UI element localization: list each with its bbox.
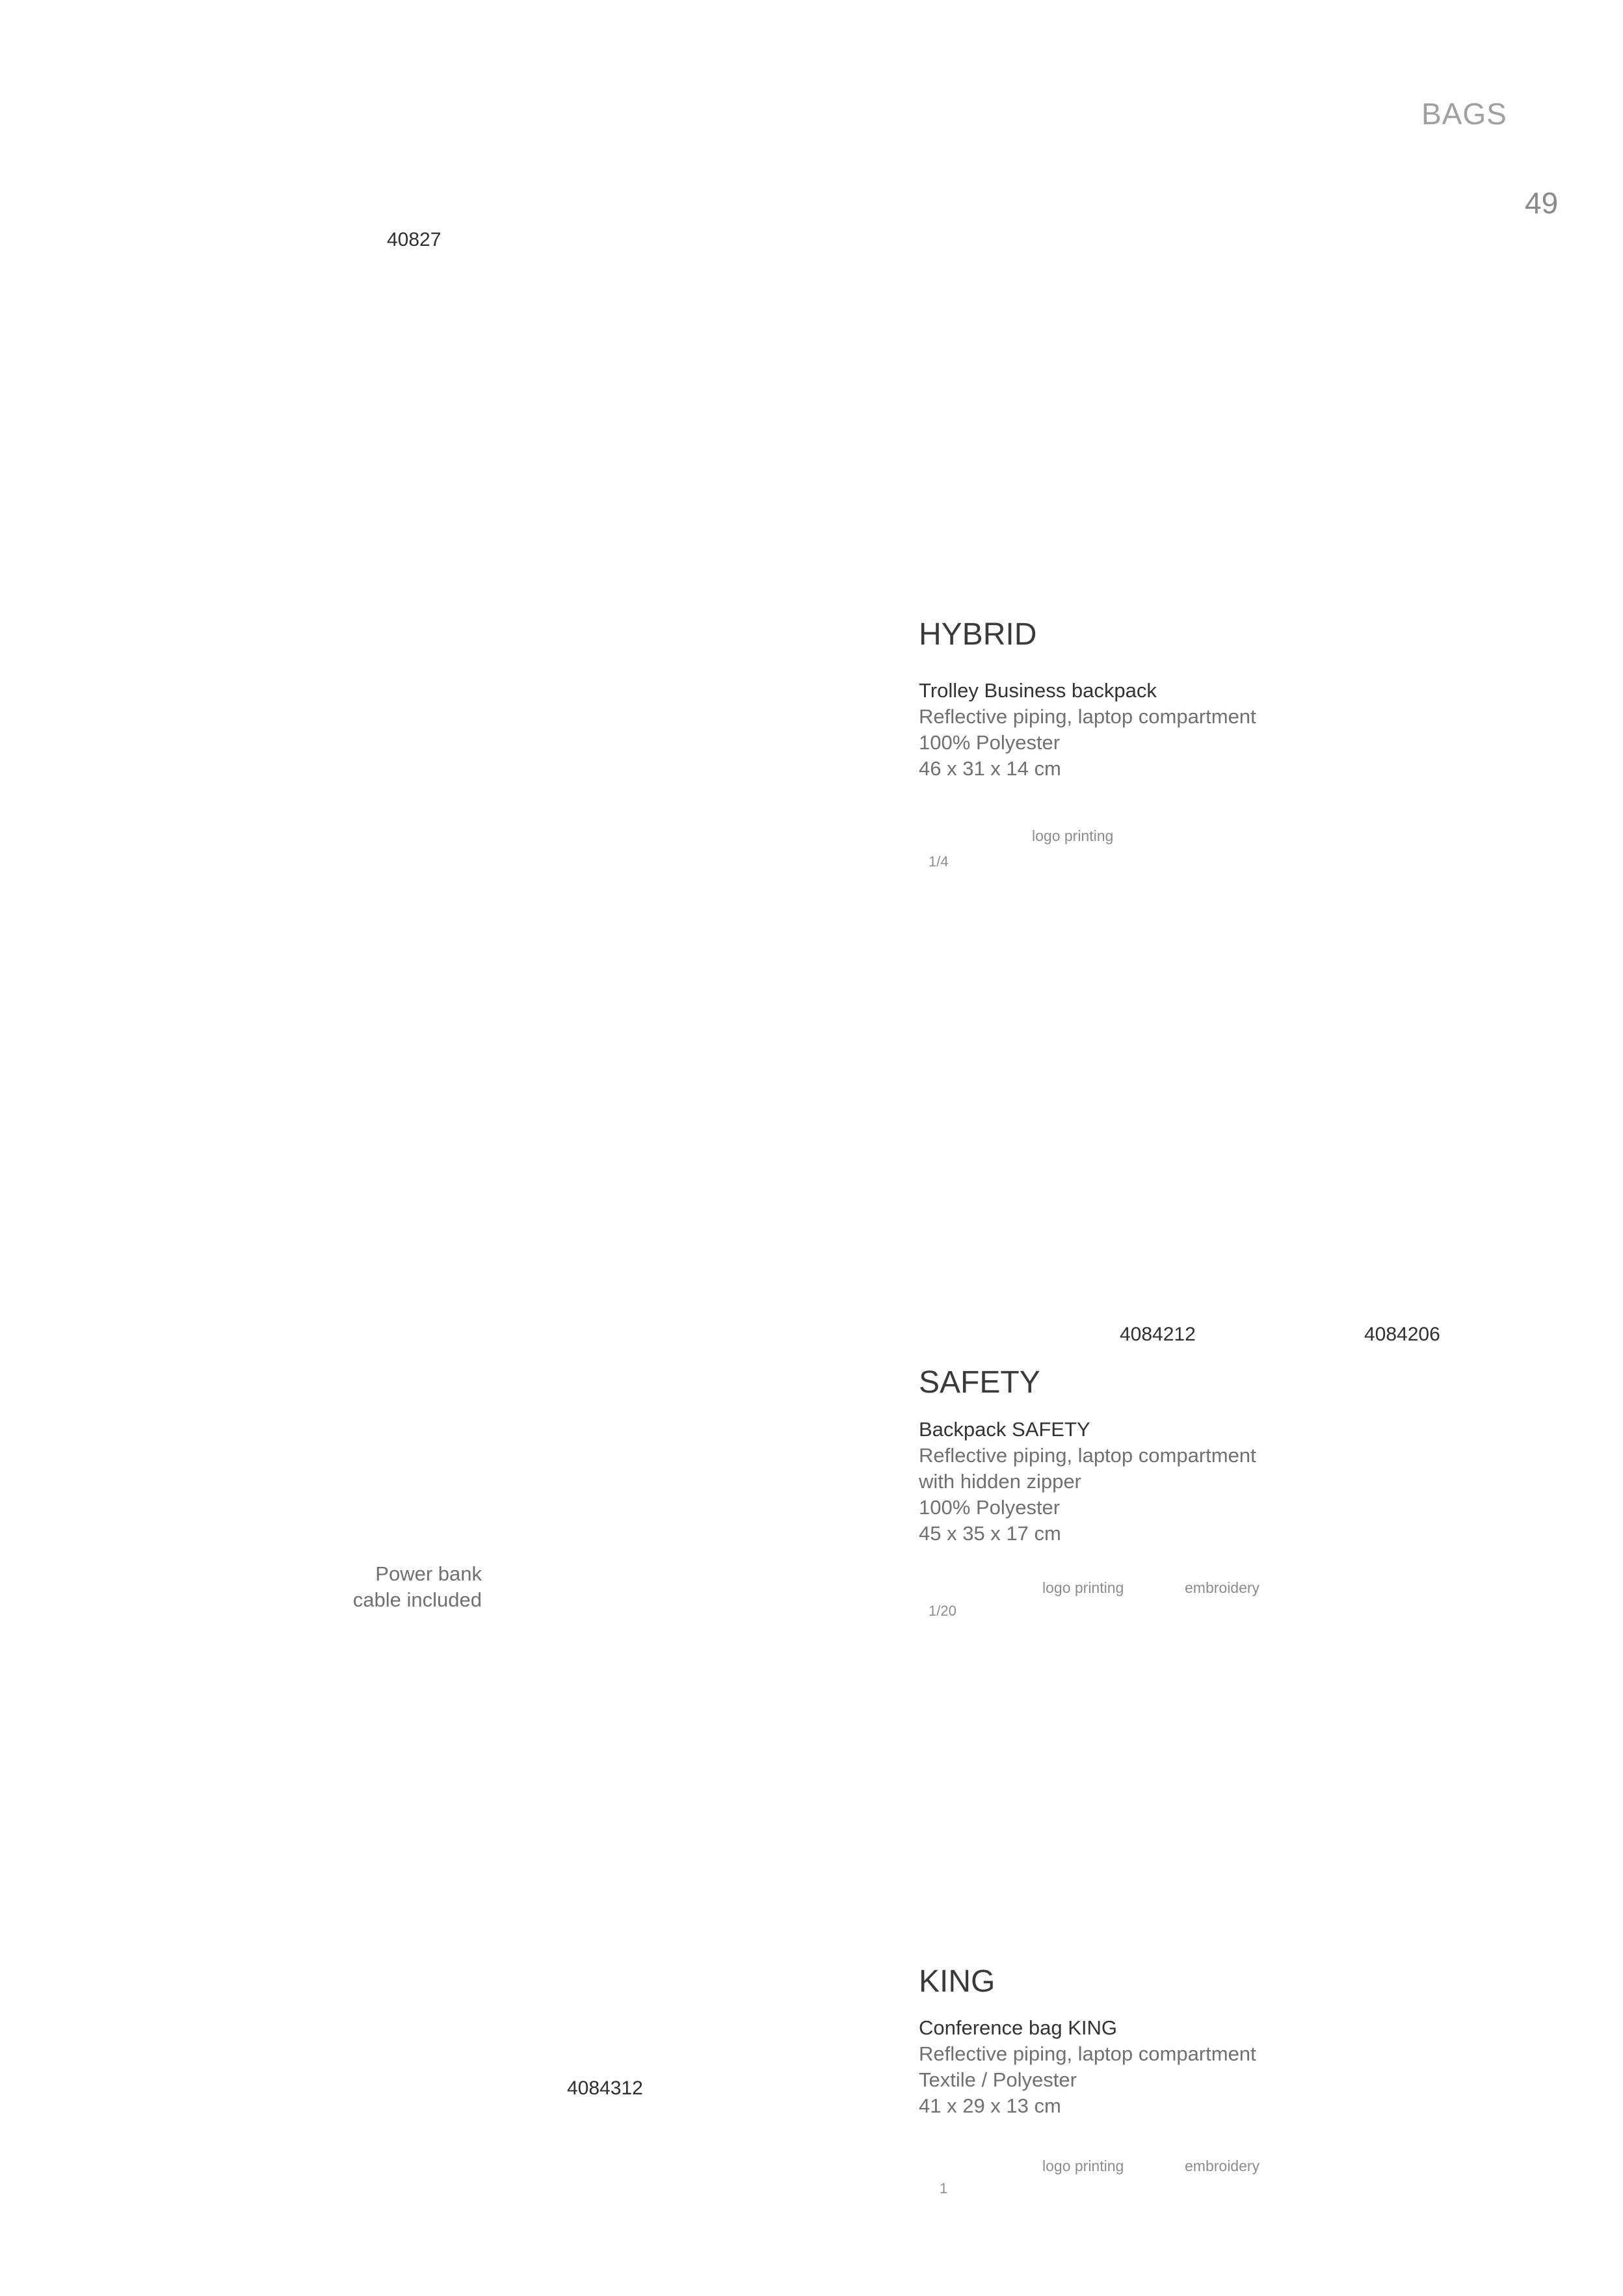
product-line: Reflective piping, laptop compartment	[919, 705, 1256, 728]
sku-safety-2: 4084206	[1364, 1324, 1440, 1345]
sku-safety-1: 4084212	[1120, 1324, 1196, 1345]
note-line: cable included	[352, 1588, 482, 1611]
product-line: with hidden zipper	[919, 1470, 1081, 1493]
sku-hybrid: 40827	[387, 229, 442, 250]
product-line: Reflective piping, laptop compartment	[919, 1444, 1256, 1467]
product-name-safety: SAFETY	[919, 1365, 1040, 1400]
product-line: 100% Polyester	[919, 1496, 1061, 1519]
branding-method-logo-printing: logo printing	[1032, 827, 1114, 844]
product-line: 45 x 35 x 17 cm	[919, 1522, 1061, 1545]
product-description-safety: Backpack SAFETY Reflective piping, lapto…	[919, 1417, 1256, 1547]
product-line: 46 x 31 x 14 cm	[919, 757, 1061, 780]
packing-unit: 1/20	[929, 1603, 957, 1619]
packing-unit: 1	[940, 2180, 948, 2196]
product-line: Reflective piping, laptop compartment	[919, 2042, 1256, 2065]
feature-note: Power bank cable included	[353, 1561, 482, 1613]
product-line: 100% Polyester	[919, 731, 1061, 754]
note-line: Power bank	[375, 1562, 482, 1585]
sku-king: 4084312	[567, 2077, 643, 2099]
product-description-king: Conference bag KING Reflective piping, l…	[919, 2015, 1256, 2119]
product-name-hybrid: HYBRID	[919, 617, 1037, 652]
branding-method-embroidery: embroidery	[1185, 2157, 1260, 2174]
branding-method-logo-printing: logo printing	[1042, 2157, 1124, 2174]
branding-method-embroidery: embroidery	[1185, 1579, 1260, 1596]
section-title: BAGS	[1421, 97, 1507, 131]
product-line: Trolley Business backpack	[919, 679, 1157, 702]
product-name-king: KING	[919, 1964, 996, 1999]
product-line: Backpack SAFETY	[919, 1418, 1090, 1441]
product-line: Textile / Polyester	[919, 2068, 1077, 2091]
product-line: Conference bag KING	[919, 2016, 1118, 2039]
branding-method-logo-printing: logo printing	[1042, 1579, 1124, 1596]
product-description-hybrid: Trolley Business backpack Reflective pip…	[919, 678, 1256, 782]
packing-unit: 1/4	[929, 853, 949, 870]
product-line: 41 x 29 x 13 cm	[919, 2094, 1061, 2117]
page-number: 49	[1525, 186, 1559, 220]
